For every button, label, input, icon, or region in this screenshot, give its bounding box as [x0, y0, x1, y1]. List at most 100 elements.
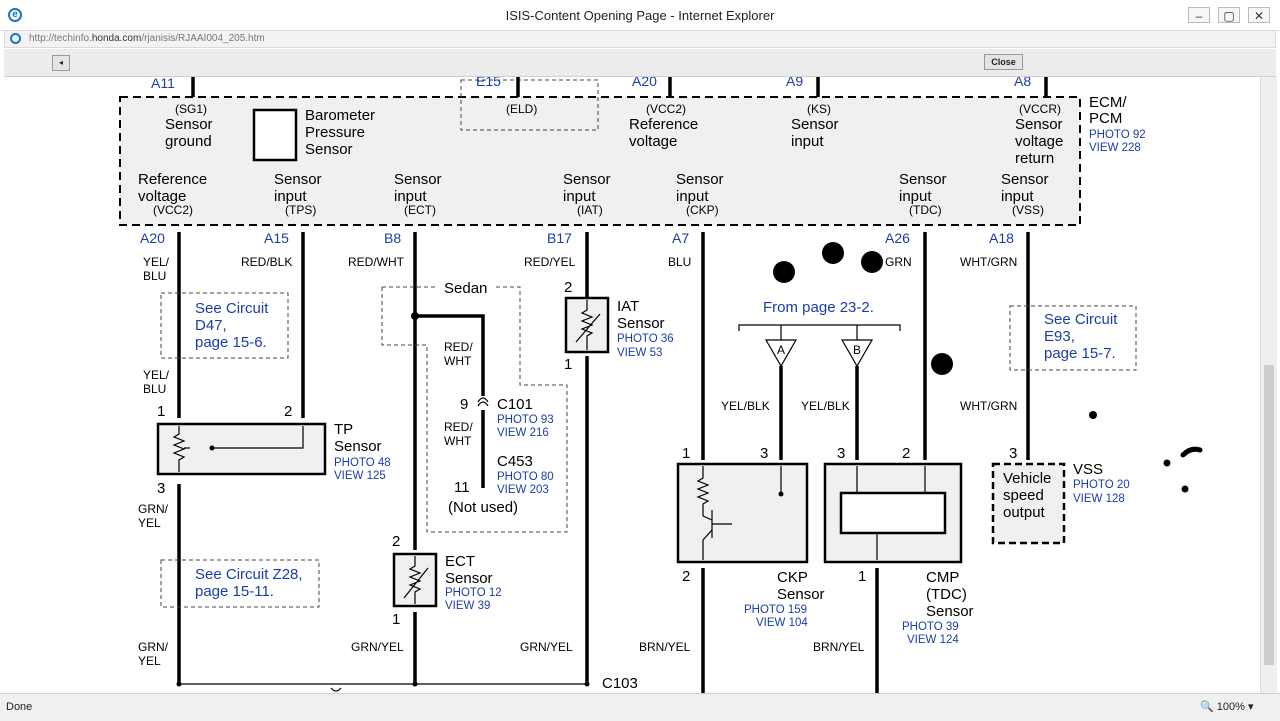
title-bar: e ISIS-Content Opening Page - Internet E…	[0, 0, 1280, 31]
c453-pin: 11	[454, 479, 470, 496]
c453-label: C453	[497, 453, 533, 470]
close-button[interactable]: Close	[984, 54, 1023, 70]
cmp-sensor-element	[839, 491, 947, 535]
pin-a20: A20	[140, 230, 165, 246]
pin-a8: A8	[1014, 77, 1031, 89]
iat-view: VIEW 53	[617, 347, 662, 359]
ckp-sensor-box	[676, 462, 809, 564]
cmp-view: VIEW 124	[907, 634, 959, 646]
zoom-level[interactable]: 🔍 100% ▾	[1200, 701, 1254, 713]
c101-photo: PHOTO 93	[497, 414, 554, 426]
page-icon	[10, 33, 21, 44]
c453-view: VIEW 203	[497, 484, 549, 496]
cmp-pin-1: 1	[858, 568, 866, 585]
ckp-sensor-circuit	[696, 466, 784, 560]
triangle-a-label: A	[777, 343, 785, 357]
tp-sensor-resistor	[172, 426, 304, 472]
maximize-button[interactable]: ▢	[1218, 7, 1240, 23]
bottom-code-vcc2: (VCC2)	[153, 203, 193, 217]
wire-grn-yel-ect: GRN/YEL	[351, 640, 404, 654]
status-text: Done	[6, 701, 33, 713]
ink-marks	[773, 242, 1203, 493]
connector-triangle-a	[764, 339, 798, 368]
wire-grn: GRN	[885, 255, 912, 269]
cmp-pin-3: 3	[837, 445, 845, 462]
minimize-button[interactable]: –	[1188, 7, 1210, 23]
note-z28-box	[160, 559, 320, 608]
url-domain: honda.com	[91, 33, 142, 44]
pin-a26: A26	[885, 230, 910, 246]
wire-blu: BLU	[668, 255, 691, 269]
note-e93-box	[1009, 305, 1137, 371]
wire-grn-yel-tp: GRN/YEL	[138, 502, 169, 530]
internet-explorer-icon: e	[8, 8, 22, 22]
wire-red-wht-c101: RED/WHT	[444, 340, 473, 368]
from-page-note[interactable]: From page 23-2.	[763, 299, 874, 316]
tp-photo: PHOTO 48	[334, 457, 391, 469]
schematic-viewport[interactable]: .w { stroke:#000; stroke-width:3.5; fill…	[4, 77, 1260, 693]
zoom-value: 100%	[1216, 701, 1245, 713]
pin-a11: A11	[151, 77, 175, 91]
wire-red-yel: RED/YEL	[524, 255, 576, 269]
bottom-code-tps: (TPS)	[285, 203, 316, 217]
signal-code-vcc2-top: (VCC2)	[646, 102, 686, 116]
wiring-diagram: .w { stroke:#000; stroke-width:3.5; fill…	[119, 77, 1203, 693]
address-bar[interactable]: http://techinfo.honda.com/rjanisis/RJAAI…	[4, 30, 1276, 48]
connector-triangle-b	[840, 339, 874, 368]
vss-pin-3: 3	[1009, 445, 1017, 462]
ect-pin-1: 1	[392, 611, 400, 628]
ckp-pin-1: 1	[682, 445, 690, 462]
cmp-pin-2: 2	[902, 445, 910, 462]
note-z28[interactable]: See Circuit Z28,page 15-11.	[195, 566, 303, 600]
ecm-view: VIEW 228	[1089, 142, 1141, 154]
barometer-sensor-box	[252, 108, 298, 162]
bottom-code-vss: (VSS)	[1012, 203, 1044, 217]
signal-code-vccr: (VCCR)	[1019, 102, 1061, 116]
cmp-photo: PHOTO 39	[902, 621, 959, 633]
wire-red-blk: RED/BLK	[241, 255, 292, 269]
zoom-icon: 🔍	[1200, 701, 1214, 713]
url-text[interactable]: http://techinfo.honda.com/rjanisis/RJAAI…	[29, 33, 265, 44]
pin-a9: A9	[786, 77, 803, 89]
ckp-view: VIEW 104	[756, 617, 808, 629]
back-button[interactable]: ◂	[52, 55, 70, 71]
tp-sensor-box	[156, 422, 327, 476]
c101-pin: 9	[460, 396, 468, 413]
ecm-label: ECM/PCM	[1089, 94, 1127, 127]
wire-grn-yel-ground: GRN/YEL	[138, 640, 169, 668]
window-title: ISIS-Content Opening Page - Internet Exp…	[505, 8, 775, 23]
vertical-scrollbar[interactable]	[1260, 77, 1277, 693]
wire-yel-blk-b: YEL/BLK	[801, 399, 850, 413]
triangle-b-label: B	[853, 343, 861, 357]
sedan-region	[381, 286, 568, 533]
url-prefix: http://techinfo.	[29, 33, 92, 44]
iat-photo: PHOTO 36	[617, 333, 674, 345]
pin-e15: E15	[476, 77, 501, 89]
ect-photo: PHOTO 12	[445, 587, 502, 599]
scrollbar-thumb[interactable]	[1264, 365, 1274, 665]
ckp-pin-2: 2	[682, 568, 690, 585]
close-window-button[interactable]: ✕	[1248, 7, 1270, 23]
status-bar: Done 🔍 100% ▾	[0, 693, 1280, 721]
pin-a7: A7	[672, 230, 689, 246]
ect-pin-2: 2	[392, 533, 400, 550]
iat-pin-2: 2	[564, 279, 572, 296]
wire-wht-grn-upper: WHT/GRN	[960, 255, 1017, 269]
wire-wht-grn-lower: WHT/GRN	[960, 399, 1017, 413]
c103-label: C103	[602, 675, 638, 692]
wire-brn-yel-cmp: BRN/YEL	[813, 640, 865, 654]
wire-red-wht: RED/WHT	[348, 255, 405, 269]
pin-b17: B17	[547, 230, 572, 246]
